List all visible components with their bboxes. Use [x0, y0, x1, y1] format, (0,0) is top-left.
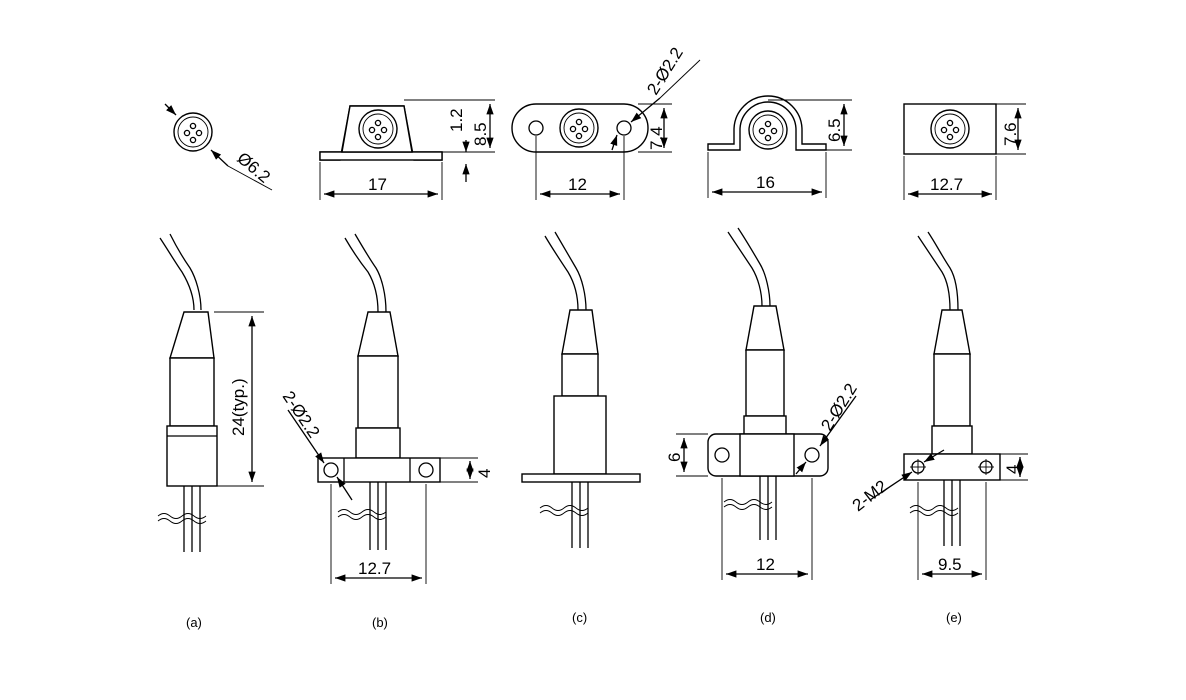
- dim-top-width-d: 16: [756, 173, 775, 192]
- view-e-top: 7.6 12.7: [903, 103, 1026, 200]
- dim-top-width-e: 12.7: [930, 175, 963, 194]
- caption-a: (a): [186, 615, 202, 630]
- view-a-side: 24(typ.): [157, 233, 264, 552]
- view-c-top: 7.4 2-Ø2.2 12: [511, 44, 701, 200]
- view-d-top: 6.5 16: [707, 95, 852, 198]
- view-a-top: Ø6.2: [164, 103, 274, 191]
- view-c: 7.4 2-Ø2.2 12 (c): [511, 44, 701, 625]
- connector-face-e: [930, 109, 970, 149]
- dim-diameter-a: Ø6.2: [233, 149, 273, 187]
- dim-holes-d: 2-Ø2.2: [817, 380, 861, 434]
- caption-d: (d): [760, 610, 776, 625]
- connector-face-a: [173, 112, 213, 152]
- connector-face-c: [559, 108, 599, 148]
- connector-face-d: [748, 110, 788, 150]
- dim-top-height-small-b: 1.2: [447, 108, 466, 132]
- dim-top-height-c: 7.4: [647, 126, 666, 150]
- view-d-side: 6 2-Ø2.2 12: [665, 227, 861, 580]
- view-b-top: 1.2 8.5 17: [319, 99, 495, 200]
- dim-top-width-c: 12: [568, 175, 587, 194]
- dim-top-height-e: 7.6: [1001, 122, 1020, 146]
- caption-e: (e): [946, 610, 962, 625]
- connector-face-b: [358, 109, 398, 149]
- dim-top-height-d: 6.5: [825, 118, 844, 142]
- dim-thread-e: 2-M2: [849, 476, 891, 515]
- dim-top-height-b: 8.5: [471, 122, 490, 146]
- view-e: 7.6 12.7 2-M2: [849, 103, 1028, 625]
- dim-flange-width-b: 12.7: [358, 559, 391, 578]
- dim-flange-height-e: 4: [1003, 465, 1022, 474]
- dim-length-a: 24(typ.): [229, 378, 248, 436]
- dim-holes-c: 2-Ø2.2: [643, 44, 687, 98]
- dim-flange-height-b: 4: [475, 469, 494, 478]
- dim-flange-height-d: 6: [665, 453, 684, 462]
- caption-c: (c): [572, 610, 587, 625]
- view-c-side: [521, 231, 641, 548]
- dim-top-width-b: 17: [368, 175, 387, 194]
- view-a: Ø6.2 24(typ.) (a): [157, 103, 274, 630]
- dim-flange-width-d: 12: [756, 555, 775, 574]
- view-b-side: 2-Ø2.2 4 12.7: [279, 233, 494, 584]
- view-b: 1.2 8.5 17 2-Ø2.2: [279, 99, 495, 630]
- dim-flange-width-e: 9.5: [938, 555, 962, 574]
- caption-b: (b): [372, 615, 388, 630]
- view-d: 6.5 16 6 2-Ø2.2: [665, 95, 861, 625]
- dim-holes-b: 2-Ø2.2: [279, 388, 324, 442]
- view-e-side: 2-M2 4 9.5: [849, 231, 1028, 580]
